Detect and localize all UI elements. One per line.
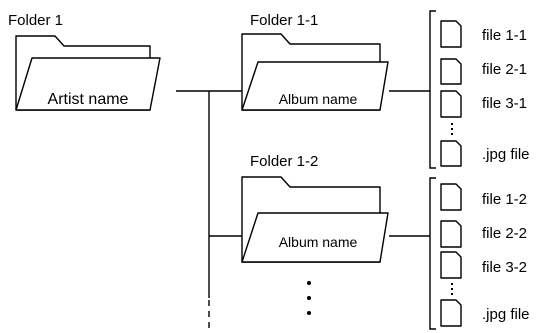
file-label: .jpg file [482,306,530,323]
file-label: file 1-2 [482,191,528,208]
file-label: .jpg file [482,146,530,163]
file-ellipsis-1 [451,123,453,135]
file-brackets [429,10,436,330]
file-icons-group-2 [440,183,462,327]
album-name-label-2: Album name [278,234,358,250]
root-folder-icon [15,35,161,111]
album-name-label-1: Album name [278,91,358,107]
subfolder-label-2: Folder 1-2 [250,153,319,170]
file-label: file 2-1 [482,61,528,78]
album-folder-icon-2 [241,176,389,263]
subfolder-label-1: Folder 1-1 [250,12,319,29]
file-label: file 1-1 [482,27,528,44]
file-label: file 3-2 [482,259,528,276]
file-label: file 2-2 [482,225,528,242]
file-label: file 3-1 [482,95,528,112]
root-folder-label: Folder 1 [8,12,64,29]
connector-lines [176,90,430,333]
album-folder-icon-1 [241,33,389,111]
file-icons-group-1 [440,20,462,167]
artist-name-label: Artist name [47,91,129,108]
more-folders-ellipsis [307,281,311,315]
file-ellipsis-2 [451,283,453,295]
